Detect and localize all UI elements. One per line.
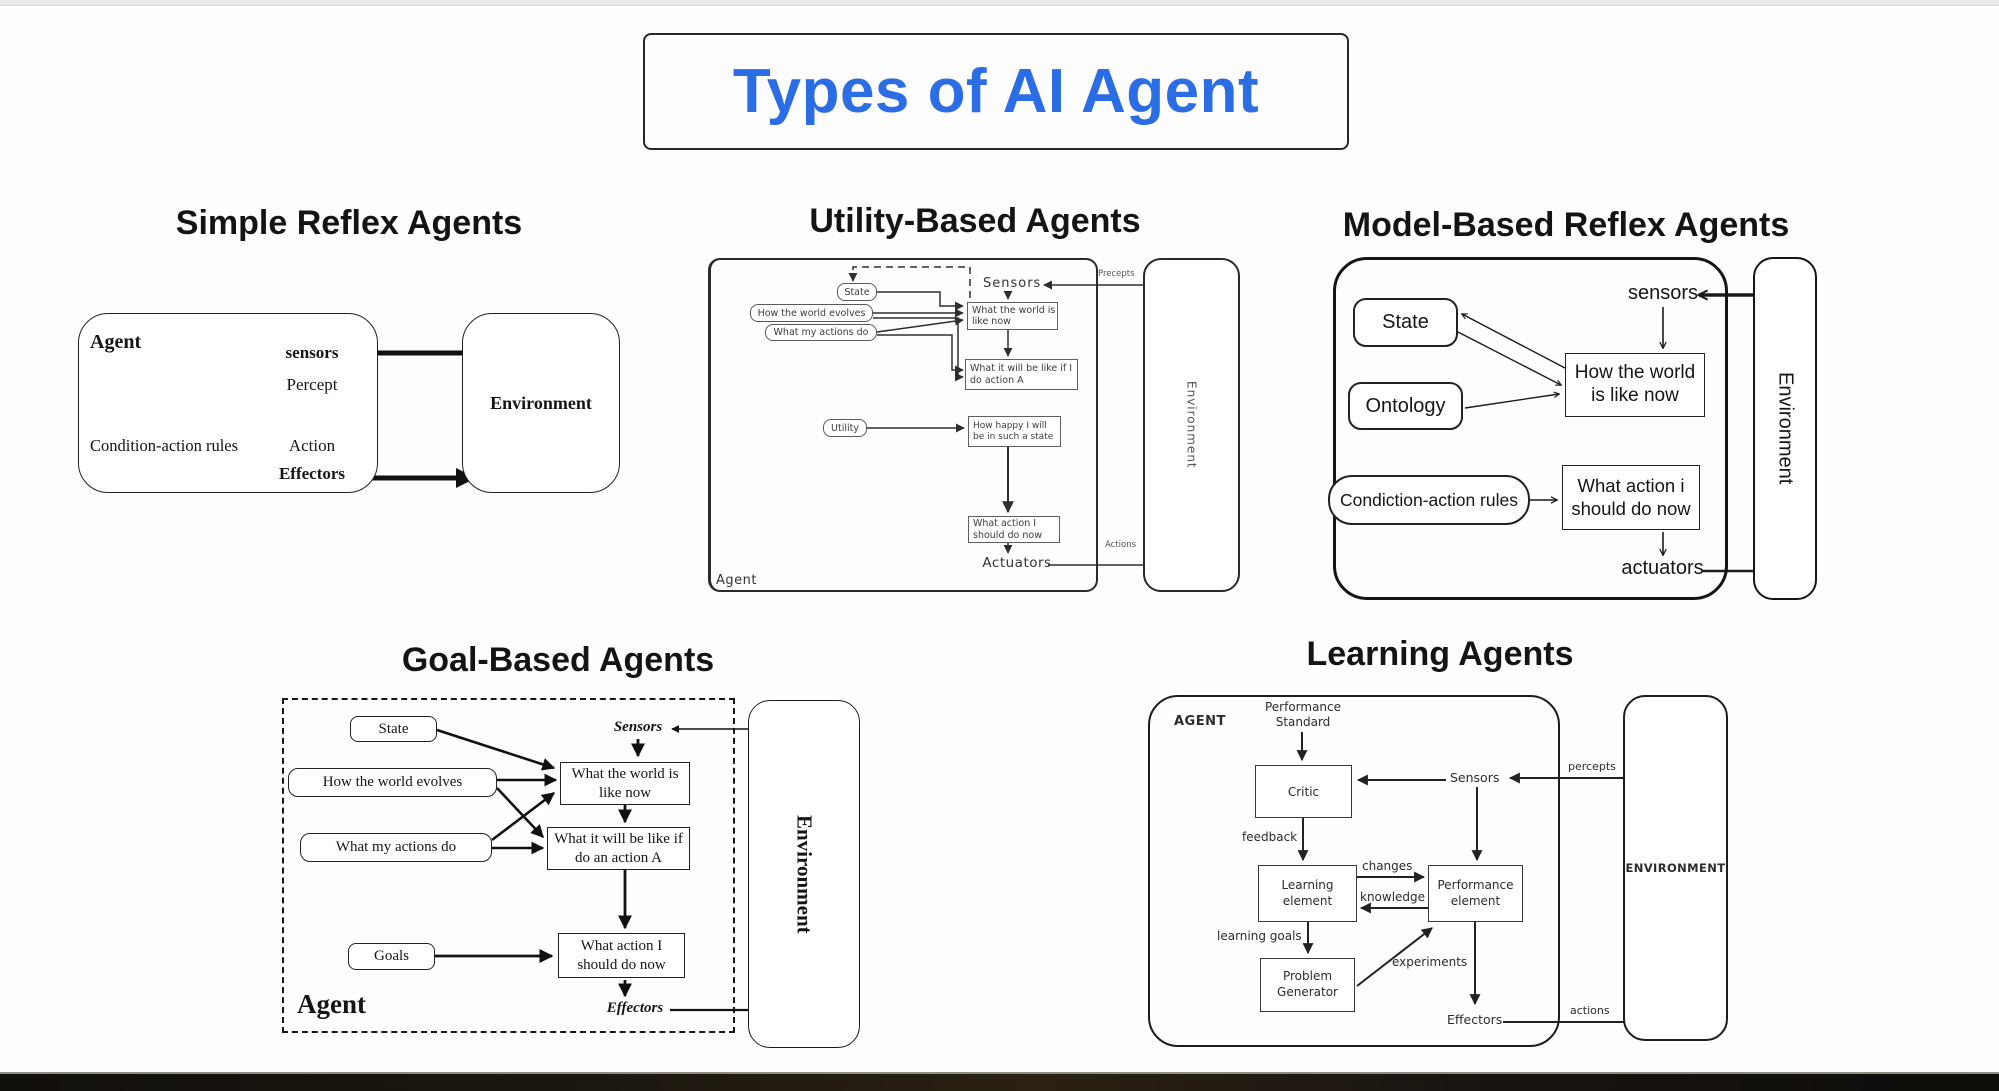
action-now-box: What action I should do now <box>968 516 1060 543</box>
actions-label: Actions <box>1105 540 1137 550</box>
performance-standard-label: Performance Standard <box>1264 700 1342 729</box>
learning-goals-label: learning goals <box>1217 929 1302 943</box>
action-now-box: What action i should do now <box>1562 465 1700 530</box>
environment-label: Environment <box>1774 372 1797 485</box>
heading-goal-based: Goal-Based Agents <box>401 641 715 679</box>
actuators-label: actuators <box>1621 557 1704 579</box>
effectors-label: Effectors <box>278 464 346 483</box>
performance-element-box: Performance element <box>1428 865 1523 922</box>
effectors-label: Effectors <box>1447 1012 1503 1027</box>
world-if-box: What it will be like if do an action A <box>547 827 690 870</box>
connector-layer <box>435 725 780 1016</box>
state-box: State <box>1353 298 1458 347</box>
agent-box <box>78 313 378 493</box>
problem-generator-box: Problem Generator <box>1260 958 1355 1012</box>
actions-label: actions <box>1570 1004 1610 1017</box>
agent-label: AGENT <box>1174 714 1226 729</box>
diagram-goal-based: Environment State Sensors How the world … <box>280 690 880 1060</box>
agent-box <box>1333 257 1728 600</box>
environment-label: Environment <box>792 814 817 934</box>
what-my-actions-do-box: What my actions do <box>300 833 492 862</box>
what-my-actions-do-box: What my actions do <box>765 324 877 341</box>
precepts-label: Precepts <box>1098 269 1135 279</box>
agent-box <box>1148 695 1560 1047</box>
agent-label: Agent <box>297 989 366 1019</box>
environment-box: Environment <box>462 313 620 493</box>
environment-label: Environment <box>1184 381 1199 469</box>
heading-simple-reflex: Simple Reflex Agents <box>175 204 523 242</box>
utility-box: Utility <box>823 419 867 437</box>
diagram-model-based: Environment sensors State Ontology How t… <box>1325 250 1835 610</box>
sensors-label: Sensors <box>983 276 1042 291</box>
knowledge-label: knowledge <box>1360 890 1426 904</box>
experiments-label: experiments <box>1392 955 1468 969</box>
environment-box: Environment <box>748 700 860 1048</box>
world-if-box: What it will be like if I do action A <box>965 359 1078 390</box>
critic-box: Critic <box>1255 765 1352 818</box>
goals-box: Goals <box>348 943 435 970</box>
world-now-box: What the world is like now <box>967 302 1058 330</box>
bottom-bar <box>0 1072 1999 1091</box>
percept-label: Percept <box>286 375 338 394</box>
how-world-evolves-box: How the world evolves <box>288 768 497 797</box>
world-now-box: What the world is like now <box>560 762 690 805</box>
heading-learning: Learning Agents <box>1306 635 1574 673</box>
environment-box: Environment <box>1753 257 1817 600</box>
learning-element-box: Learning element <box>1258 865 1357 922</box>
action-label: Action <box>288 436 336 455</box>
action-now-box: What action I should do now <box>558 933 685 978</box>
changes-label: changes <box>1362 859 1413 873</box>
sensors-label: Sensors <box>1450 770 1500 785</box>
sensors-label: Sensors <box>613 719 663 735</box>
how-world-evolves-box: How the world evolves <box>750 304 873 322</box>
ontology-box: Ontology <box>1348 382 1463 430</box>
page-title: Types of AI Agent <box>732 57 1260 126</box>
actuators-label: Actuators <box>982 555 1052 571</box>
state-box: State <box>837 283 877 301</box>
diagram-utility-based: Environment State How the world evolves … <box>700 250 1260 600</box>
agent-box <box>708 258 1098 592</box>
agent-label: Agent <box>90 331 142 353</box>
title-box: Types of AI Agent <box>643 33 1349 150</box>
environment-label: Environment <box>490 392 592 413</box>
diagram-simple-reflex: Environment Agent sensors Percept Condit… <box>60 300 640 510</box>
sensors-label: sensors <box>285 343 339 362</box>
heading-model-based: Model-Based Reflex Agents <box>1342 206 1790 244</box>
environment-label: ENVIRONMENT <box>1625 861 1726 875</box>
state-box: State <box>350 716 437 742</box>
environment-box <box>1623 695 1728 1041</box>
percepts-label: percepts <box>1568 760 1616 773</box>
feedback-label: feedback <box>1242 830 1298 844</box>
top-edge-strip <box>0 0 1999 6</box>
environment-box: Environment <box>1143 258 1240 592</box>
effectors-label: Effectors <box>606 1000 664 1016</box>
agent-label: Agent <box>716 573 757 588</box>
diagram-learning: ENVIRONMENT AGENT Performance Standard C… <box>1140 690 1740 1055</box>
world-now-box: How the world is like now <box>1565 353 1705 417</box>
condiction-action-rules-box: Condiction-action rules <box>1328 475 1530 525</box>
agent-box <box>282 698 735 1033</box>
how-happy-box: How happy I will be in such a state <box>968 416 1061 447</box>
heading-utility-based: Utility-Based Agents <box>809 202 1141 240</box>
sensors-label: sensors <box>1627 282 1699 304</box>
condition-action-rules-label: Condition-action rules <box>90 436 239 455</box>
